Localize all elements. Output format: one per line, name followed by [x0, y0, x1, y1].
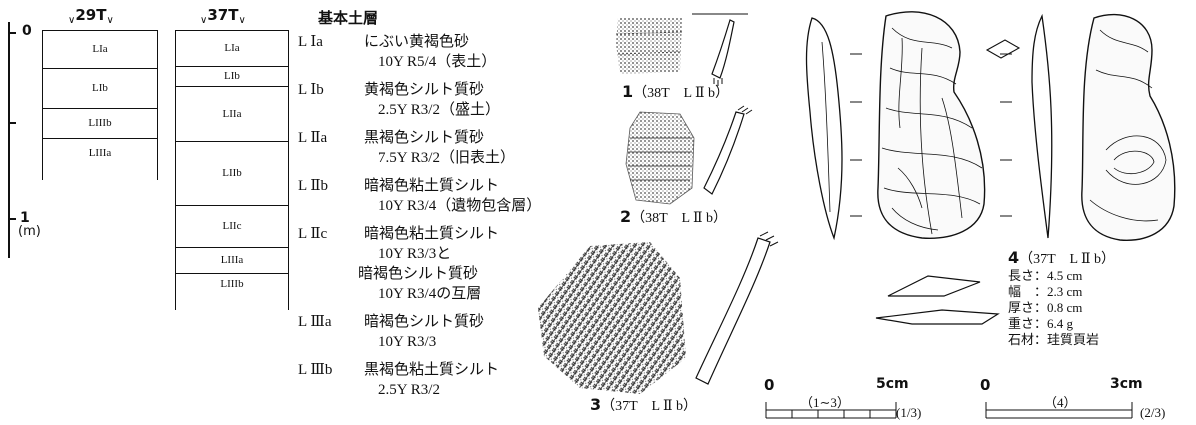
trench-37-layer: LIIb [176, 141, 288, 206]
stone-tool-side-view-left [805, 17, 843, 241]
sherd-3-profile [695, 231, 779, 385]
trench-29-layer: LIIIa [88, 146, 112, 159]
trench-37-header: ∨37T∨ [200, 6, 246, 26]
artifact-4-material: 石材：珪質頁岩 [1008, 332, 1100, 347]
trench-29-layer: LIb [43, 68, 157, 109]
figure-2-caption: 2（38T L Ⅱ b） [620, 207, 727, 226]
legend-entry-sub: 7.5Y R3/2（旧表土） [378, 150, 515, 166]
sherd-3-rubbing [538, 242, 686, 394]
scale-a-ratio: (1/3) [896, 405, 922, 420]
trench-29-layer: LIIIb [43, 108, 157, 139]
stone-tool-flake-fragment [985, 39, 1021, 59]
stone-tool-cross-section-1 [887, 275, 981, 297]
trench-37-column: LIa LIb LIIa LIIb LIIc LIIIa LIIIb [175, 30, 289, 310]
trench-37-layer: LIb [176, 66, 288, 87]
stone-tool-orientation-ticks [850, 53, 1012, 217]
trench-29-header: ∨29T∨ [68, 6, 114, 26]
arrow-down-icon: ∨ [238, 15, 246, 26]
scale-a-zero: 0 [764, 376, 775, 394]
figure-4-caption: 4（37T L Ⅱ b） [1008, 248, 1115, 267]
stone-tool-cross-section-2 [875, 309, 1000, 325]
trench-37-layer: LIa [176, 30, 288, 67]
legend-entry-sub: 2.5Y R3/2 [378, 382, 440, 398]
trench-37-layer: LIIa [176, 86, 288, 142]
stone-tool-dorsal-view [877, 11, 986, 239]
depth-tick-0 [8, 32, 16, 34]
scale-b-range: （4） [1044, 395, 1077, 410]
sherd-1-rubbing [615, 18, 683, 74]
artifact-4-width: 幅 ：2.3 cm [1008, 284, 1083, 299]
legend-entry: 暗褐色シルト質砂 [358, 266, 479, 282]
scale-b-zero: 0 [980, 376, 991, 394]
trench-29-label: 29T [75, 6, 107, 24]
legend-entry-sub: 10Y R5/4（表土） [378, 54, 497, 70]
stone-tool-side-view-right [1031, 13, 1053, 239]
trench-37-label: 37T [207, 6, 239, 24]
scale-b-ratio: (2/3) [1140, 405, 1166, 420]
depth-tick-1 [8, 218, 16, 220]
legend-entry-sub: 10Y R3/3と [378, 246, 452, 262]
legend-entry-sub: 10Y R3/4（遺物包含層） [378, 198, 542, 214]
depth-unit: (m) [18, 224, 41, 239]
legend-entry-sub: 10Y R3/4の互層 [378, 286, 482, 302]
artifact-4-weight: 重さ：6.4 g [1008, 316, 1074, 331]
artifact-4-length: 長さ：4.5 cm [1008, 268, 1083, 283]
sherd-2-profile [703, 105, 753, 195]
trench-29-column: LIa LIb LIIIb LIIIa [42, 30, 158, 180]
trench-37-layer: LIIc [176, 205, 288, 248]
depth-scale [8, 22, 20, 258]
trench-37-layer: LIIIa [176, 247, 288, 274]
scale-b-max: 3cm [1110, 376, 1143, 392]
legend-entry-sub: 10Y R3/3 [378, 334, 437, 350]
sherd-2-rubbing [625, 111, 695, 205]
trench-37-layer: LIIIb [220, 278, 244, 291]
legend-entry-sub: 2.5Y R3/2（盛土） [378, 102, 500, 118]
sherd-1-profile [692, 13, 748, 86]
scale-a-range: （1∼3） [800, 395, 850, 410]
figure-1-caption: 1（38T L Ⅱ b） [622, 82, 729, 101]
figure-3-caption: 3（37T L Ⅱ b） [590, 395, 697, 414]
depth-label-0: 0 [22, 23, 32, 39]
legend-title: 基本土層 [318, 11, 379, 27]
scale-a-max: 5cm [876, 376, 909, 392]
arrow-down-icon: ∨ [200, 15, 208, 26]
trench-29-layer: LIa [43, 30, 157, 69]
stone-tool-ventral-view [1081, 13, 1176, 241]
scale-bar-a [765, 402, 897, 419]
depth-label-1: 1 [20, 210, 30, 226]
arrow-down-icon: ∨ [106, 15, 114, 26]
scale-bar-b [985, 402, 1133, 419]
artifact-4-thickness: 厚さ：0.8 cm [1008, 300, 1083, 315]
depth-tick-half [8, 122, 16, 124]
arrow-down-icon: ∨ [68, 15, 76, 26]
